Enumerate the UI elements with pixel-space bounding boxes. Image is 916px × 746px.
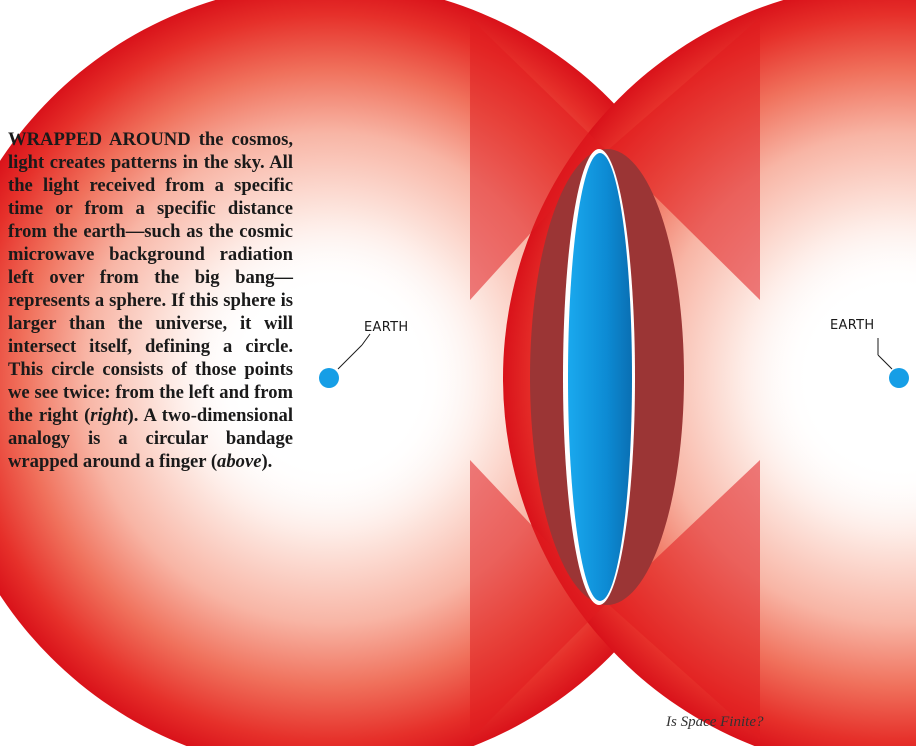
caption-above-ref: above (217, 451, 262, 472)
caption-part-2: ). A two-dimensional analogy is a circul… (8, 405, 293, 472)
caption-right-ref: right (90, 405, 128, 426)
earth-right-marker (877, 338, 909, 388)
caption-text: Wrapped around the cosmos, light creates… (8, 128, 293, 473)
caption-part-1: the cosmos, light creates patterns in th… (8, 129, 294, 426)
earth-right-label: EARTH (830, 318, 875, 333)
caption-part-3: ). (261, 451, 273, 472)
earth-left-marker (319, 333, 371, 388)
sphere-seam-shading (470, 18, 760, 740)
caption-lead: Wrapped around (8, 129, 191, 150)
running-footer: Is Space Finite? (666, 714, 764, 730)
earth-left-label: EARTH (364, 320, 409, 335)
earth-left-dot (319, 368, 339, 388)
earth-right-dot (889, 368, 909, 388)
intersection-circle (568, 153, 632, 601)
